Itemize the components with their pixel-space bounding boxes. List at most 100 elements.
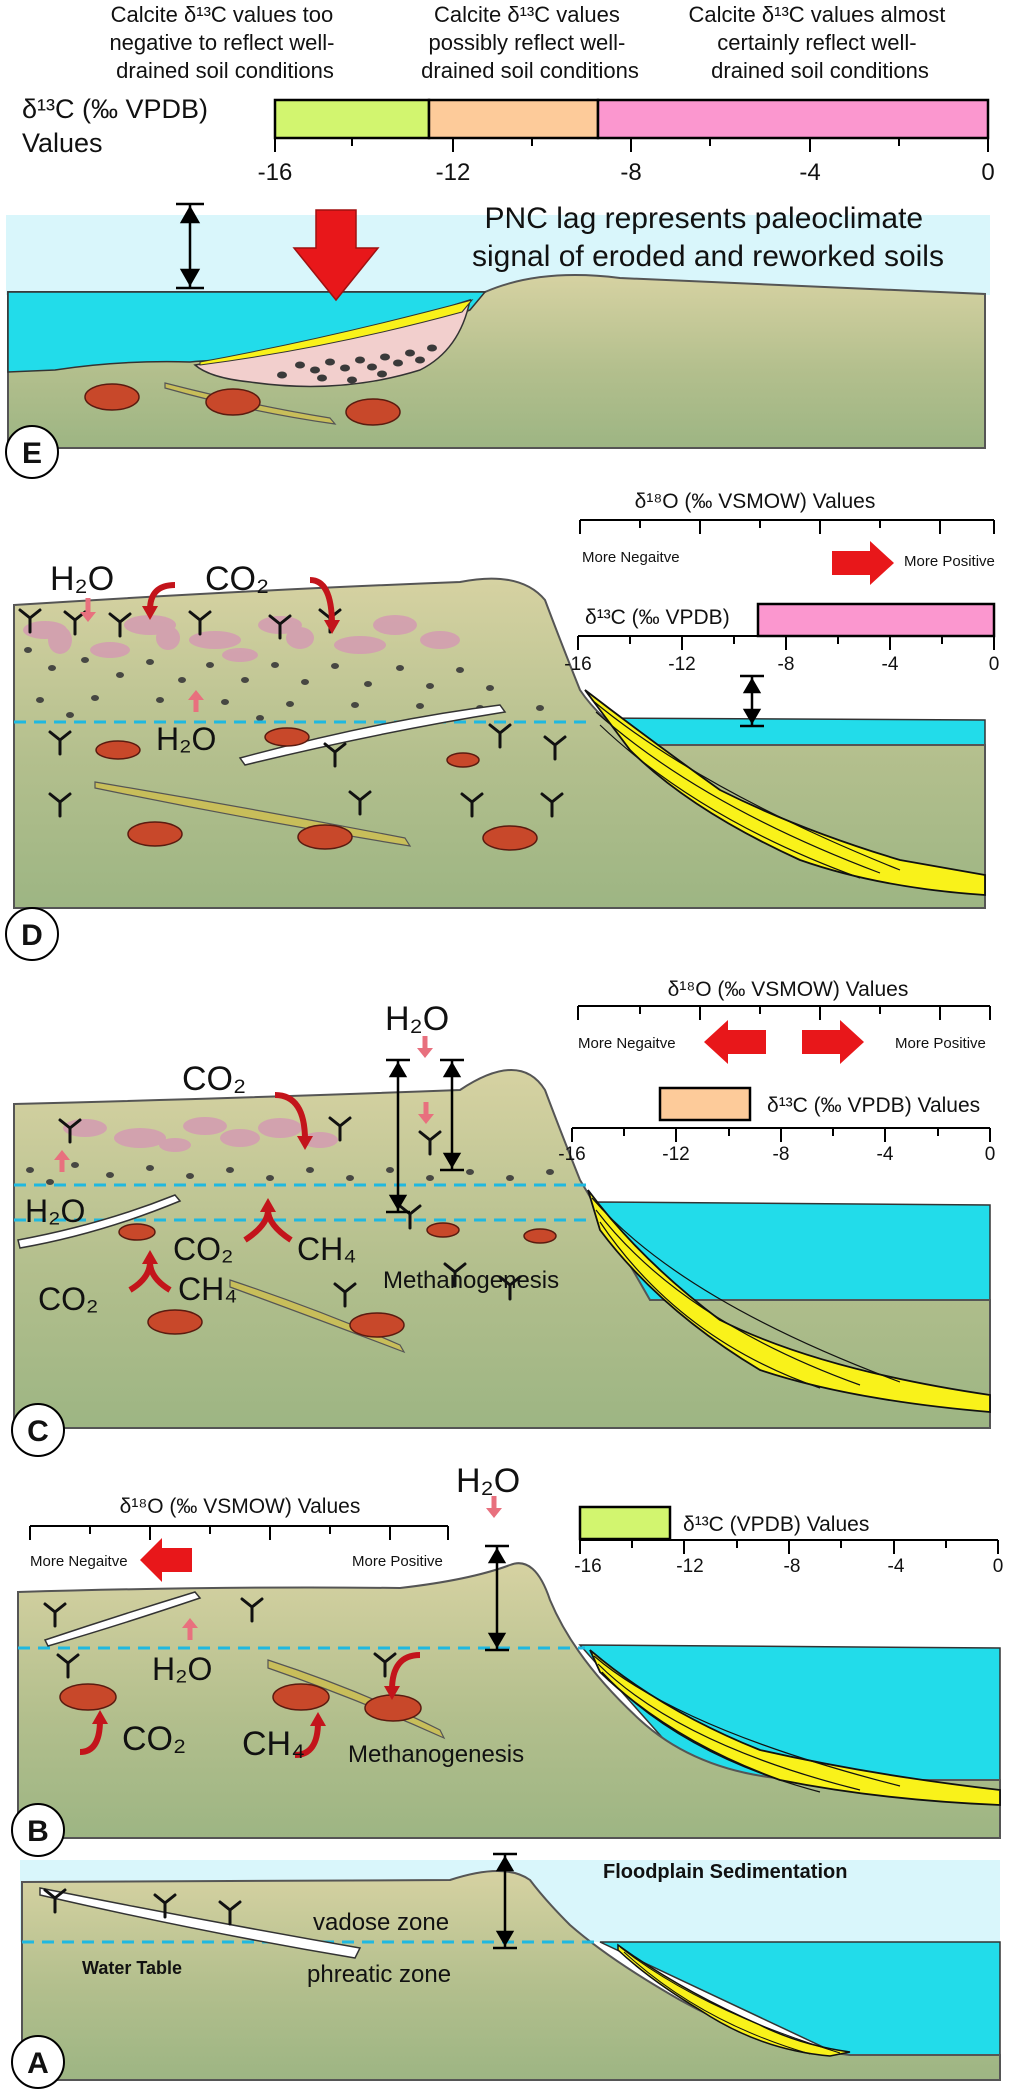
more-positive-label: More Positive — [904, 553, 995, 570]
carbonate-nodule — [84, 383, 140, 411]
carbonate-nodule — [147, 1309, 203, 1335]
ch4-label: CH₄ — [242, 1725, 305, 1763]
c13-tick-label: -8 — [773, 1144, 790, 1165]
c13-tick-label: 0 — [989, 654, 1000, 675]
pink-mottles — [23, 615, 460, 662]
co2-label: CO₂ — [38, 1281, 98, 1317]
pebbles — [277, 344, 437, 384]
carbonate-nodule — [297, 824, 353, 850]
h2o-label: H₂O — [25, 1193, 85, 1229]
legend-cat2-label: Calcite δ¹³C values possibly reflect wel… — [421, 2, 639, 83]
pink-mottles — [63, 1117, 338, 1152]
c13-range-bar — [578, 1505, 672, 1541]
flow-arrows — [79, 1496, 502, 1758]
phreatic-zone-label: phreatic zone — [307, 1961, 451, 1988]
more-positive-label: More Positive — [895, 1035, 986, 1052]
carbonate-nodule — [59, 1683, 117, 1711]
more-positive-label: More Positive — [352, 1553, 443, 1570]
more-negative-label: More Negaitve — [582, 549, 680, 566]
c13-scale-title: δ¹³C (‰ VPDB) — [585, 606, 730, 629]
c13-tick-label: -4 — [882, 654, 899, 675]
water-depth-arrow — [176, 202, 204, 290]
c13-tick-label: -12 — [668, 654, 695, 675]
h2o-label: H₂O — [156, 721, 216, 757]
o18-scale-title: δ¹⁸O (‰ VSMOW) Values — [635, 490, 876, 513]
methanogenesis-label: Methanogenesis — [348, 1741, 524, 1768]
panel-b: H₂O H₂O CO₂ CH₄ Methanogenesis δ¹⁸O (‰ V… — [11, 1462, 1004, 1857]
carbonate-nodule — [264, 727, 310, 747]
co2-label: CO₂ — [205, 560, 269, 598]
foreset-lines — [591, 699, 901, 879]
panel-letter-circle — [11, 2035, 65, 2089]
c13-scale-title: δ¹³C (VPDB) Values — [683, 1513, 869, 1536]
sky — [6, 215, 990, 295]
legend-tick-label: 0 — [981, 159, 994, 186]
lag-annotation: PNC lag represents paleoclimate signal o… — [472, 202, 944, 273]
ch4-label: CH₄ — [297, 1231, 356, 1267]
water-depth-arrow — [740, 674, 764, 728]
legend: Calcite δ¹³C values too negative to refl… — [22, 2, 995, 186]
panel-letter-circle — [5, 425, 59, 479]
shift-arrow-negative — [140, 1538, 192, 1582]
c13-tick-label: -8 — [784, 1556, 801, 1577]
legend-bar-green — [273, 98, 431, 140]
shift-arrow-positive — [802, 1020, 864, 1064]
legend-tick-label: -16 — [258, 159, 293, 186]
legend-cat3-label: Calcite δ¹³C values almost certainly ref… — [689, 2, 952, 83]
panel-e: PNC lag represents paleoclimate signal o… — [5, 202, 990, 479]
o18-scale-title: δ¹⁸O (‰ VSMOW) Values — [120, 1495, 361, 1518]
panel-letter: A — [27, 2047, 49, 2080]
foreset-lines — [593, 1655, 901, 1793]
water-depth-arrow — [485, 1544, 509, 1652]
c13-tick-label: -12 — [676, 1556, 703, 1577]
panel-d: H₂O CO₂ H₂O δ¹⁸O (‰ VSMOW) Values More N… — [5, 490, 1000, 961]
panel-letter: D — [21, 919, 43, 952]
c13-tick-label: -8 — [778, 654, 795, 675]
carbonate-nodule — [118, 1223, 156, 1241]
c13-tick-label: -4 — [888, 1556, 905, 1577]
panel-letter-circle — [5, 907, 59, 961]
carbonate-nodule — [272, 1683, 330, 1711]
carbonate-nodule — [127, 821, 183, 847]
carbonate-nodule — [426, 1222, 460, 1238]
carbonate-nodule — [205, 388, 261, 416]
c13-axis — [579, 1539, 999, 1554]
h2o-label: H₂O — [456, 1462, 520, 1500]
panel-letter-circle — [11, 1803, 65, 1857]
carbonate-nodule — [523, 1228, 557, 1244]
co2-label: CO₂ — [173, 1231, 233, 1267]
co2-label: CO₂ — [182, 1060, 246, 1098]
carbonate-nodule — [446, 752, 480, 768]
flow-arrows — [80, 577, 340, 712]
zone-depth-arrow — [493, 1852, 517, 1950]
panel-letter: E — [22, 437, 42, 470]
root-glyphs — [43, 1888, 242, 1926]
ch4-label: CH₄ — [178, 1271, 237, 1307]
c13-tick-label: 0 — [993, 1556, 1004, 1577]
h2o-label: H₂O — [152, 1651, 212, 1687]
land — [17, 1562, 1001, 1839]
c13-axis — [571, 1127, 991, 1142]
root-trace — [43, 1591, 202, 1647]
c13-scale-title: δ¹³C (‰ VPDB) Values — [767, 1094, 980, 1117]
carbonate-nodule — [345, 398, 401, 426]
root-trace — [238, 704, 507, 766]
co2-arrow — [309, 577, 335, 626]
c13-tick-label: 0 — [985, 1144, 996, 1165]
sand-wedge — [589, 1649, 1001, 1806]
panel-letter: C — [27, 1415, 49, 1448]
vadose-zone-label: vadose zone — [313, 1909, 449, 1936]
c13-tick-label: -16 — [564, 654, 591, 675]
c13-tick-label: -12 — [662, 1144, 689, 1165]
c13-range-bar — [658, 1086, 752, 1122]
pebbles — [26, 1162, 554, 1185]
shift-arrow-positive — [832, 541, 894, 585]
sand-wedge — [199, 299, 474, 366]
c13-tick-label: -4 — [877, 1144, 894, 1165]
co2-label: CO₂ — [122, 1720, 186, 1758]
h2o-label: H₂O — [50, 560, 114, 598]
o18-scale-title: δ¹⁸O (‰ VSMOW) Values — [668, 978, 909, 1001]
legend-cat1-label: Calcite δ¹³C values too negative to refl… — [109, 2, 340, 83]
root-trace — [39, 1887, 362, 1959]
